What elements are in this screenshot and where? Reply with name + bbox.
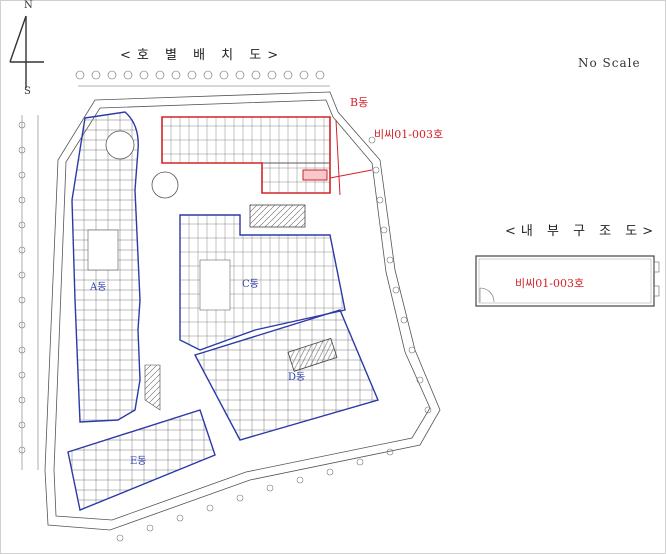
right-grid-markers [368,136,432,414]
top-grid-markers [75,70,330,87]
building-a [71,111,141,423]
building-d-label: D동 [288,372,306,383]
left-grid-markers [18,115,39,470]
building-e-label: E동 [130,456,147,467]
bottom-grid-markers [116,448,394,542]
building-b [161,116,331,194]
hatched-block-north [249,204,306,228]
interior-plan-title: <내 부 구 조 도> [505,224,659,239]
compass-north-label: N [24,0,33,11]
building-c [179,214,346,351]
building-a-label: A동 [90,282,107,293]
highlight-unit-label: 비씨01-003호 [374,128,444,141]
site-boundary [44,91,441,531]
north-arrow-icon [9,15,44,88]
building-b-label: B동 [350,96,369,109]
building-e [67,409,216,511]
building-d [193,309,379,441]
site-plan-title: <호 별 배 치 도> [120,48,285,63]
plaza-circle [151,171,179,199]
interior-unit-label: 비씨01-003호 [515,277,585,290]
interior-plan-drawing [475,255,660,307]
scale-note: No Scale [578,56,641,70]
hatched-block-west [144,364,161,411]
compass-south-label: S [24,86,31,97]
building-c-label: C동 [242,279,259,290]
